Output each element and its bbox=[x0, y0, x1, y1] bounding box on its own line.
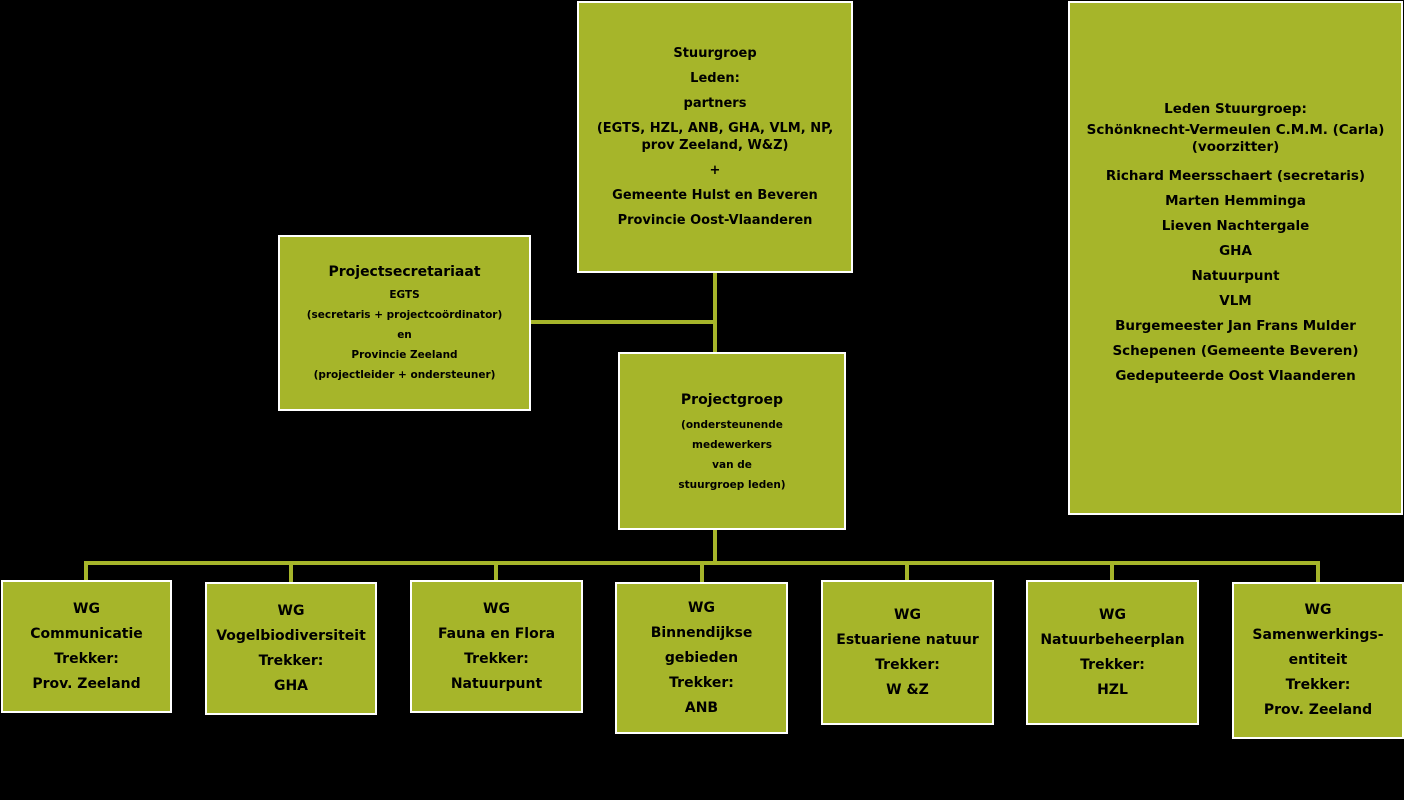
stuurgroep-plus: + bbox=[709, 163, 721, 178]
wg-line: Natuurpunt bbox=[450, 675, 543, 692]
projectgroep-line: stuurgroep leden) bbox=[678, 479, 786, 491]
connector-wg-2 bbox=[289, 561, 293, 583]
connector-projectgroep-down bbox=[713, 530, 717, 564]
wg-line: WG bbox=[894, 606, 921, 623]
wg-line: ANB bbox=[684, 699, 719, 716]
wg-line: Binnendijkse gebieden bbox=[650, 624, 753, 666]
wg-line: WG bbox=[277, 602, 305, 619]
leden-member: Natuurpunt bbox=[1191, 268, 1280, 284]
wg-line: HZL bbox=[1097, 681, 1128, 698]
wg-line: Estuariene natuur bbox=[836, 631, 979, 648]
wg-line: GHA bbox=[273, 677, 309, 694]
wg-estuariene-natuur-box: WG Estuariene natuur Trekker: W &Z bbox=[821, 580, 994, 725]
projectsecretariaat-box: Projectsecretariaat EGTS (secretaris + p… bbox=[278, 235, 531, 411]
wg-line: Trekker: bbox=[669, 674, 734, 691]
connector-wg-1 bbox=[84, 561, 88, 581]
wg-communicatie-box: WG Communicatie Trekker: Prov. Zeeland bbox=[1, 580, 172, 713]
wg-line: WG bbox=[483, 600, 510, 617]
connector-stuurgroep-projectgroep bbox=[713, 273, 717, 353]
projectgroep-title: Projectgroep bbox=[680, 392, 784, 408]
leden-stuurgroep-box: Leden Stuurgroep: Schönknecht-Vermeulen … bbox=[1068, 1, 1403, 515]
connector-wg-7 bbox=[1316, 561, 1320, 583]
wg-line: Communicatie bbox=[30, 625, 143, 642]
wg-line: Trekker: bbox=[1285, 677, 1351, 693]
wg-line: Trekker: bbox=[1080, 656, 1145, 673]
wg-line: Trekker: bbox=[54, 650, 119, 667]
wg-line: Trekker: bbox=[258, 652, 324, 669]
wg-line: Natuurbeheerplan bbox=[1040, 631, 1185, 648]
wg-line: entiteit bbox=[1288, 652, 1348, 668]
wg-line: Vogelbiodiversiteit bbox=[216, 627, 366, 644]
leden-member: Gedeputeerde Oost Vlaanderen bbox=[1115, 368, 1356, 384]
wg-natuurbeheerplan-box: WG Natuurbeheerplan Trekker: HZL bbox=[1026, 580, 1199, 725]
projectgroep-line: medewerkers bbox=[692, 439, 772, 451]
leden-title: Leden Stuurgroep: bbox=[1164, 101, 1307, 117]
leden-member: Schönknecht-Vermeulen C.M.M. (Carla)(voo… bbox=[1086, 122, 1385, 155]
wg-line: W &Z bbox=[886, 681, 929, 698]
stuurgroep-line: partners bbox=[683, 96, 747, 111]
leden-member: Marten Hemminga bbox=[1165, 193, 1306, 209]
connector-wg-6 bbox=[1110, 561, 1114, 581]
wg-samenwerkingsentiteit-box: WG Samenwerkings- entiteit Trekker: Prov… bbox=[1232, 582, 1404, 739]
leden-member: Schepenen (Gemeente Beveren) bbox=[1112, 343, 1359, 359]
connector-secretariaat bbox=[531, 320, 715, 324]
wg-vogelbiodiversiteit-box: WG Vogelbiodiversiteit Trekker: GHA bbox=[205, 582, 377, 715]
wg-fauna-flora-box: WG Fauna en Flora Trekker: Natuurpunt bbox=[410, 580, 583, 713]
wg-line: Prov. Zeeland bbox=[32, 675, 141, 692]
wg-line: Trekker: bbox=[464, 650, 529, 667]
secretariaat-line: Provincie Zeeland bbox=[351, 349, 458, 361]
wg-line: WG bbox=[1304, 602, 1332, 618]
stuurgroep-extra: Provincie Oost-Vlaanderen bbox=[617, 213, 813, 228]
secretariaat-line: (secretaris + projectcoördinator) bbox=[306, 309, 503, 321]
wg-line: Fauna en Flora bbox=[437, 625, 556, 642]
projectgroep-line: (ondersteunende bbox=[681, 419, 783, 431]
wg-line: WG bbox=[688, 599, 715, 616]
wg-line: Samenwerkings- bbox=[1252, 627, 1384, 643]
connector-wg-3 bbox=[494, 561, 498, 581]
leden-member: VLM bbox=[1219, 293, 1252, 309]
connector-wg-4 bbox=[700, 561, 704, 583]
wg-binnendijkse-gebieden-box: WG Binnendijkse gebieden Trekker: ANB bbox=[615, 582, 788, 734]
wg-line: WG bbox=[1099, 606, 1126, 623]
wg-line: Trekker: bbox=[875, 656, 940, 673]
leden-member: Burgemeester Jan Frans Mulder bbox=[1115, 318, 1356, 334]
wg-line: Prov. Zeeland bbox=[1263, 702, 1373, 718]
stuurgroep-line: Leden: bbox=[690, 71, 740, 86]
leden-member: Lieven Nachtergale bbox=[1161, 218, 1310, 234]
secretariaat-title: Projectsecretariaat bbox=[328, 264, 481, 280]
projectgroep-box: Projectgroep (ondersteunende medewerkers… bbox=[618, 352, 846, 530]
secretariaat-line: EGTS bbox=[389, 289, 420, 301]
stuurgroep-title: Stuurgroep bbox=[673, 46, 757, 61]
stuurgroep-partners-detail: (EGTS, HZL, ANB, GHA, VLM, NP, prov Zeel… bbox=[596, 121, 834, 153]
wg-line: WG bbox=[73, 600, 100, 617]
connector-wg-5 bbox=[905, 561, 909, 581]
secretariaat-line: en bbox=[397, 329, 412, 341]
secretariaat-line: (projectleider + ondersteuner) bbox=[313, 369, 496, 381]
stuurgroep-extra: Gemeente Hulst en Beveren bbox=[612, 188, 818, 203]
leden-member: GHA bbox=[1219, 243, 1252, 259]
stuurgroep-box: Stuurgroep Leden: partners (EGTS, HZL, A… bbox=[577, 1, 853, 273]
projectgroep-line: van de bbox=[712, 459, 752, 471]
leden-member: Richard Meersschaert (secretaris) bbox=[1105, 168, 1366, 184]
